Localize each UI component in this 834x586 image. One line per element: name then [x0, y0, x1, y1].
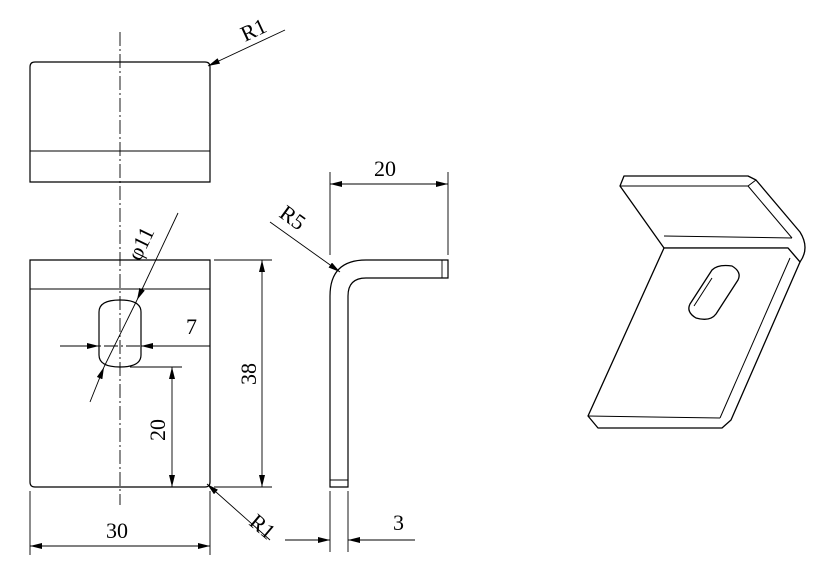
side-length-label: 20	[374, 156, 396, 181]
iso-plate-edge-right	[719, 257, 791, 419]
diameter-leader-through	[103, 299, 138, 368]
diameter-leader	[136, 212, 179, 301]
r1-bottom-leader	[206, 483, 271, 541]
front-view-outline	[29, 259, 211, 488]
isometric-view	[587, 175, 806, 429]
top-view-outline	[29, 61, 211, 183]
iso-slot	[688, 264, 740, 320]
side-view-profile	[329, 259, 449, 488]
side-view: 20 R5 3	[269, 156, 449, 552]
r1-top-leader	[207, 29, 286, 67]
iso-bend-line	[663, 235, 793, 239]
iso-top-front-edge	[747, 185, 793, 239]
width-label: 30	[106, 518, 128, 543]
iso-slot-inner	[693, 277, 713, 307]
slot-hole	[98, 299, 142, 368]
slot-width-label: 7	[186, 314, 197, 339]
iso-main-plate	[587, 247, 801, 429]
height-label: 38	[236, 363, 261, 385]
top-view: R1	[29, 13, 286, 183]
hole-offset-label: 20	[145, 419, 170, 441]
r1-bottom-label: R1	[245, 509, 281, 545]
iso-top-flange-edge-r	[747, 179, 757, 187]
front-view: 7 φ11 38 20 30 R1	[29, 212, 281, 555]
iso-plate-edge	[587, 415, 721, 419]
r1-top-label: R1	[237, 13, 271, 47]
diameter-leader-lower	[89, 366, 105, 403]
diameter-label: φ11	[122, 223, 159, 264]
thickness-label: 3	[393, 510, 404, 535]
r5-leader	[269, 221, 341, 273]
